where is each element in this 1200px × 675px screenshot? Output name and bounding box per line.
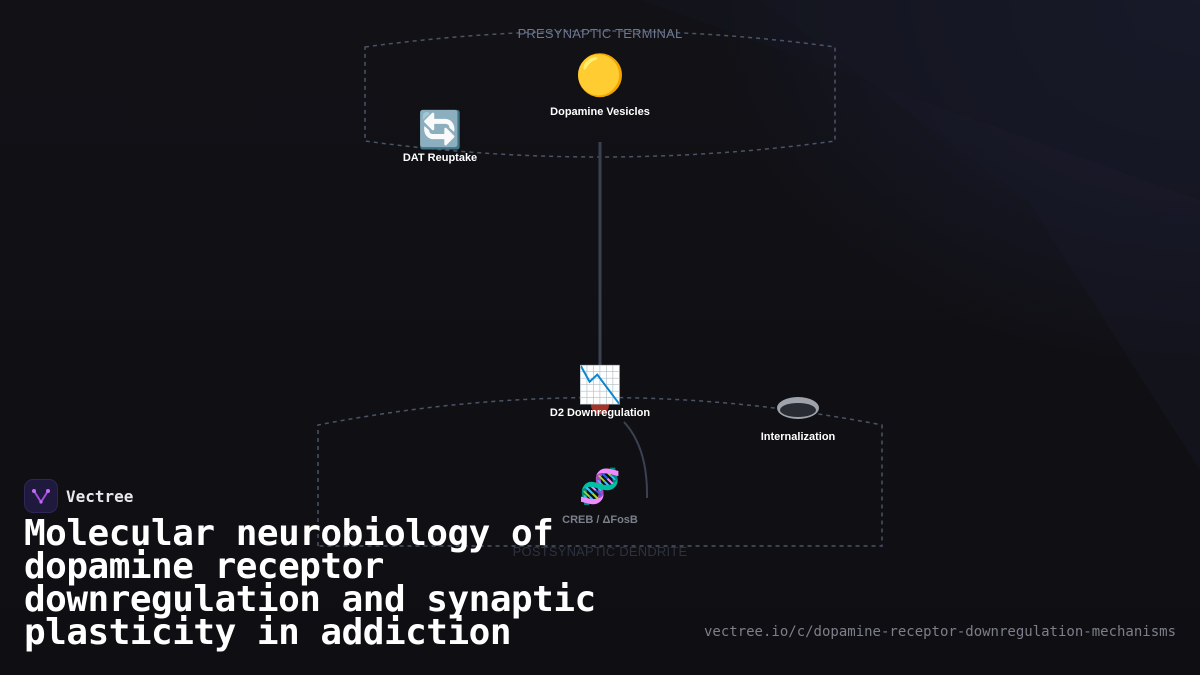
node-label: CREB / ΔFosB — [562, 514, 638, 526]
node-dopamine-vesicles: 🟡 Dopamine Vesicles — [530, 56, 670, 118]
title-line: plasticity in addiction — [24, 612, 512, 653]
cycle-arrows-icon: 🔄 — [417, 109, 463, 150]
page-title: Molecular neurobiology of dopamine recep… — [24, 513, 664, 653]
title-line: downregulation and synaptic — [24, 579, 596, 620]
title-line: dopamine receptor — [24, 546, 384, 587]
brand-name: Vectree — [66, 486, 134, 506]
signaling-connector — [623, 421, 649, 499]
chart-decreasing-icon: 📉 — [577, 364, 623, 405]
dna-icon: 🧬 — [578, 468, 622, 506]
presynaptic-label: PRESYNAPTIC TERMINAL — [517, 26, 683, 41]
internalization-disc — [777, 397, 819, 419]
node-creb-dfosb: 🧬 CREB / ΔFosB — [540, 470, 660, 526]
yellow-circle-icon: 🟡 — [575, 54, 625, 98]
source-url[interactable]: vectree.io/c/dopamine-receptor-downregul… — [703, 624, 1176, 640]
vectree-logo-icon — [24, 479, 58, 513]
receptor-dot — [591, 396, 609, 414]
node-d2-downregulation: 📉 D2 Downregulation — [530, 364, 670, 420]
node-label: Internalization — [760, 431, 836, 443]
brand: Vectree — [24, 479, 133, 513]
node-label: Dopamine Vesicles — [550, 106, 650, 118]
node-dat-reuptake: 🔄 DAT Reuptake — [380, 109, 500, 165]
node-label: DAT Reuptake — [402, 152, 478, 164]
postsynaptic-label: POSTSYNAPTIC DENDRITE — [512, 544, 688, 559]
title-line: Molecular neurobiology of — [24, 513, 554, 554]
node-internalization: Internalization — [738, 431, 858, 443]
node-label: D2 Downregulation — [549, 407, 651, 419]
postsynaptic-boundary — [317, 396, 883, 547]
